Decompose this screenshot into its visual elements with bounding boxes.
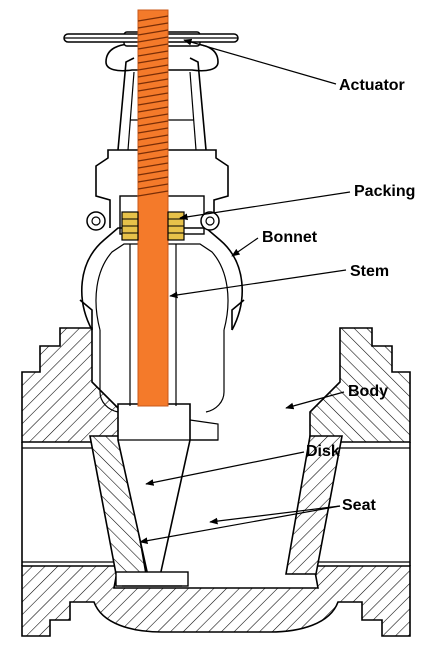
stem-thread-line (137, 106, 169, 113)
packing-leader (179, 191, 351, 221)
stem-thread-line (137, 169, 169, 176)
stem-thread-line (137, 113, 169, 120)
actuator-leader (183, 38, 337, 85)
stem-label: Stem (350, 263, 389, 280)
stem-thread-line (137, 190, 169, 197)
stem-thread-line (137, 141, 169, 148)
stem-thread-line (137, 50, 169, 57)
stem-thread-line (137, 155, 169, 162)
disk-leader (145, 451, 305, 486)
stem-thread-line (137, 43, 169, 50)
stem-thread-line (137, 183, 169, 190)
stem-thread-line (137, 85, 169, 92)
stem-thread-line (137, 162, 169, 169)
disk-wedge (115, 403, 219, 587)
stem-thread-line (137, 15, 169, 22)
stem-thread-line (137, 29, 169, 36)
stem-thread-line (137, 64, 169, 71)
valve-body (21, 327, 411, 637)
stem-thread-line (137, 127, 169, 134)
seat-label: Seat (342, 497, 376, 514)
stem-thread-line (137, 36, 169, 43)
stem-thread-line (137, 148, 169, 155)
stem-thread-line (137, 22, 169, 29)
bonnet-leader (231, 237, 259, 257)
body-leader (285, 391, 345, 410)
body-bottom (21, 565, 411, 637)
stem-leader (169, 269, 347, 299)
stem-thread-line (137, 99, 169, 106)
seat-leader-right (209, 505, 341, 525)
stem-thread-line (137, 120, 169, 127)
stem-thread-line (137, 57, 169, 64)
seat-leader-left (139, 505, 341, 544)
stem-thread-line (137, 134, 169, 141)
actuator-label: Actuator (339, 77, 405, 94)
seat-right (285, 435, 343, 575)
body-left-upper (21, 327, 123, 443)
stem (137, 9, 169, 407)
packing-label: Packing (354, 183, 415, 200)
body-label: Body (348, 383, 388, 400)
stem-threads (137, 15, 169, 197)
stem-thread-line (137, 176, 169, 183)
stem-thread-line (137, 71, 169, 78)
bonnet-label: Bonnet (262, 229, 318, 246)
stem-thread-line (137, 92, 169, 99)
disk-label: Disk (306, 443, 340, 460)
stem-thread-line (137, 78, 169, 85)
leader-lines (139, 38, 351, 544)
